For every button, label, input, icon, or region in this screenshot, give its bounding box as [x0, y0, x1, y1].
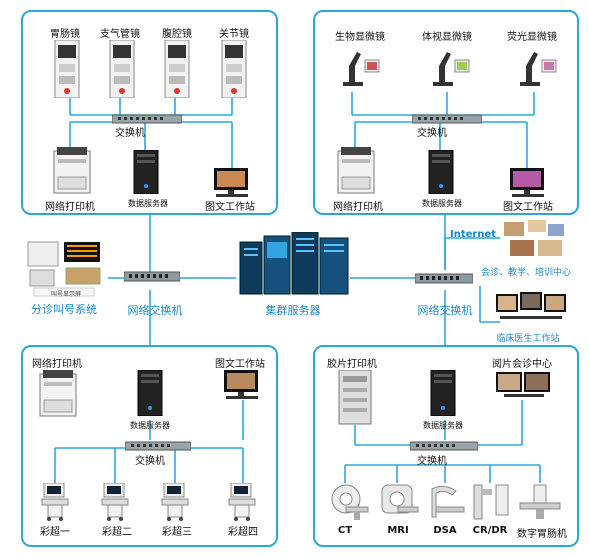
film-printer-icon — [338, 370, 372, 425]
server-tower-icon — [430, 370, 456, 416]
endoscope-label-3: 腹腔镜 — [162, 29, 192, 40]
ultrasound-label-1: 彩超一 — [40, 527, 70, 538]
clinician-workstation-label: 临床医生工作站 — [496, 334, 560, 344]
workstation-icon — [224, 370, 258, 399]
modality-label-mri: MRI — [387, 525, 409, 536]
microscope-label-2: 体视显微镜 — [422, 32, 472, 43]
switch-label: 交换机 — [115, 128, 145, 139]
ultrasound-label-3: 彩超三 — [162, 527, 192, 538]
reading-center-label: 阅片会诊中心 — [492, 359, 552, 370]
printer-icon — [39, 370, 77, 417]
queue-display-icon — [27, 241, 101, 297]
printer-label: 网络打印机 — [333, 202, 383, 213]
server-label: 数据服务器 — [422, 199, 462, 208]
server-cluster-icon — [239, 232, 349, 295]
microscope-icon — [520, 52, 557, 86]
switch-label: 交换机 — [417, 456, 447, 467]
server-label: 数据服务器 — [128, 199, 168, 208]
endoscope-tower-icon — [54, 40, 80, 98]
printer-icon — [53, 147, 91, 194]
server-tower-icon — [133, 150, 159, 194]
network-switch-icon — [124, 271, 180, 282]
ultrasound-machine-icon — [161, 483, 189, 521]
workstation-icon — [214, 168, 248, 197]
endoscope-tower-icon — [221, 40, 247, 98]
queue-system-label: 分诊叫号系统 — [31, 303, 97, 316]
modality-label-ct: CT — [337, 525, 353, 536]
consultation-center-icon — [500, 218, 568, 262]
switch-label: 交换机 — [417, 128, 447, 139]
switch-icon — [410, 441, 478, 451]
modality-label-dsa: DSA — [433, 525, 457, 536]
left-network-switch-label: 网络交换机 — [127, 304, 183, 317]
switch-label: 交换机 — [135, 456, 165, 467]
microscope-label-3: 荧光显微镜 — [507, 32, 557, 43]
ultrasound-machine-icon — [41, 483, 69, 521]
ultrasound-label-2: 彩超二 — [102, 527, 132, 538]
ultrasound-label-4: 彩超四 — [228, 527, 258, 538]
microscope-icon — [433, 52, 470, 86]
queue-screen-caption: 叫号显示屏 — [50, 291, 82, 298]
server-label: 数据服务器 — [423, 421, 463, 430]
ultrasound-machine-icon — [228, 483, 256, 521]
cluster-server-label: 集群服务器 — [265, 304, 321, 317]
digital-gi-machine-icon — [519, 484, 561, 519]
endoscope-tower-icon — [109, 40, 135, 98]
clinician-workstations-icon — [496, 292, 566, 319]
consultation-center-label: 会诊、教学、培训中心 — [480, 268, 572, 278]
switch-icon — [112, 114, 182, 124]
workstation-icon — [510, 168, 544, 197]
dsa-machine-icon — [431, 485, 465, 518]
workstation-label: 图文工作站 — [503, 202, 553, 213]
switch-icon — [125, 441, 191, 451]
microscope-label-1: 生物显微镜 — [335, 32, 385, 43]
server-tower-icon — [428, 150, 454, 194]
server-tower-icon — [137, 370, 163, 416]
network-switch-icon — [415, 273, 473, 284]
right-network-switch-label: 网络交换机 — [417, 304, 473, 317]
endoscope-tower-icon — [164, 40, 190, 98]
cr-dr-machine-icon — [473, 484, 509, 520]
mri-scanner-icon — [381, 484, 419, 514]
endoscope-label-1: 胃肠镜 — [50, 29, 80, 40]
reading-monitors-icon — [496, 372, 550, 397]
ultrasound-machine-icon — [101, 483, 129, 521]
switch-icon — [412, 114, 482, 124]
printer-icon — [337, 147, 375, 194]
internet-label: Internet — [449, 229, 497, 240]
film-printer-label: 胶片打印机 — [327, 359, 377, 370]
microscope-icon — [343, 52, 380, 86]
server-label: 数据服务器 — [130, 421, 170, 430]
modality-label-digital-gi: 数字胃肠机 — [517, 529, 567, 540]
printer-label: 网络打印机 — [45, 202, 95, 213]
workstation-label: 图文工作站 — [205, 202, 255, 213]
endoscope-label-4: 关节镜 — [219, 29, 249, 40]
printer-label: 网络打印机 — [32, 359, 82, 370]
modality-label-cr-dr: CR/DR — [472, 525, 508, 536]
workstation-label: 图文工作站 — [215, 359, 265, 370]
endoscope-label-2: 支气管镜 — [100, 29, 140, 40]
ct-scanner-icon — [331, 484, 369, 520]
